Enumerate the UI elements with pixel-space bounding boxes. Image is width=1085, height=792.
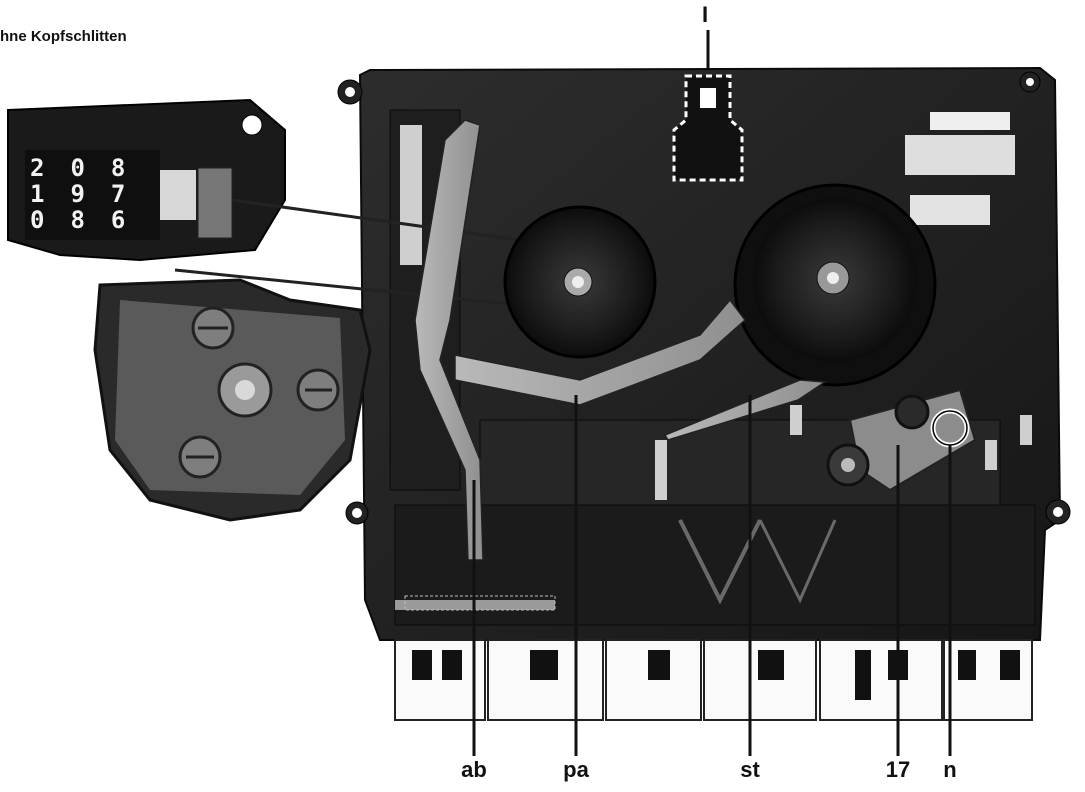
left-reel (503, 205, 657, 359)
counter-bot-2: 8 (70, 206, 85, 234)
counter-bot-1: 0 (30, 206, 45, 234)
counter-mid-2: 9 (70, 180, 85, 208)
counter-mid-3: 7 (110, 180, 126, 208)
label-pa: pa (563, 757, 589, 782)
label-n: n (943, 757, 957, 782)
sector-gear (826, 388, 977, 492)
counter-top-3: 8 (110, 154, 126, 182)
belt-drive (93, 268, 521, 522)
right-reel (733, 183, 937, 387)
label-st: st (740, 757, 760, 782)
counter-top-1: 2 (30, 154, 45, 182)
lever-pa (454, 298, 747, 406)
piano-keys (394, 639, 1033, 721)
tape-counter (7, 98, 521, 262)
label-top-marker: I (702, 2, 709, 27)
counter-bot-3: 6 (110, 206, 126, 234)
counter-mid-1: 1 (30, 180, 45, 208)
label-17: 17 (885, 757, 911, 782)
counter-top-2: 0 (70, 154, 85, 182)
counter-digits: 2 0 8 1 9 7 0 8 6 (30, 155, 160, 233)
lever-st (663, 379, 828, 441)
figure-caption: hne Kopfschlitten (0, 28, 127, 45)
label-ab: ab (461, 757, 487, 782)
